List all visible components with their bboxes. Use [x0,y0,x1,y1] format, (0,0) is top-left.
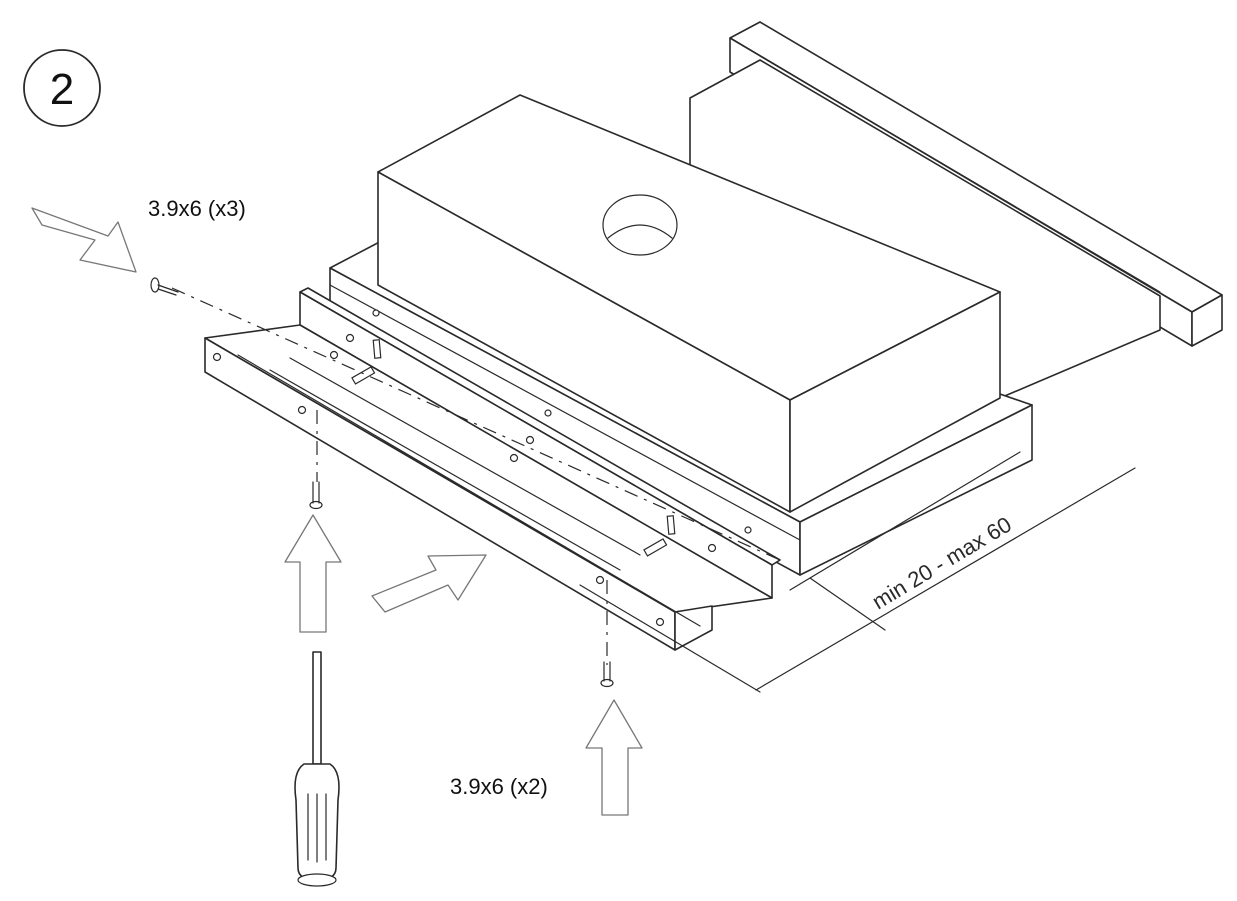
screwdriver-icon [294,651,340,887]
step-number-badge: 2 [23,49,101,127]
screw-icon [309,481,323,510]
screw-paths [171,287,781,665]
dimension-lines [579,451,1136,693]
screw-icon [600,661,614,688]
screws-bottom-label: 3.9x6 (x2) [450,774,548,799]
arrow-icon [585,699,643,816]
step-number: 2 [50,65,74,114]
mounting-bracket [204,287,781,651]
arrow-icon [284,514,342,633]
arrow-icon [371,554,487,613]
arrow-icon [31,207,137,273]
screw-icon [150,277,179,296]
screws-top-label: 3.9x6 (x3) [148,196,246,221]
hood-body [377,94,1001,513]
